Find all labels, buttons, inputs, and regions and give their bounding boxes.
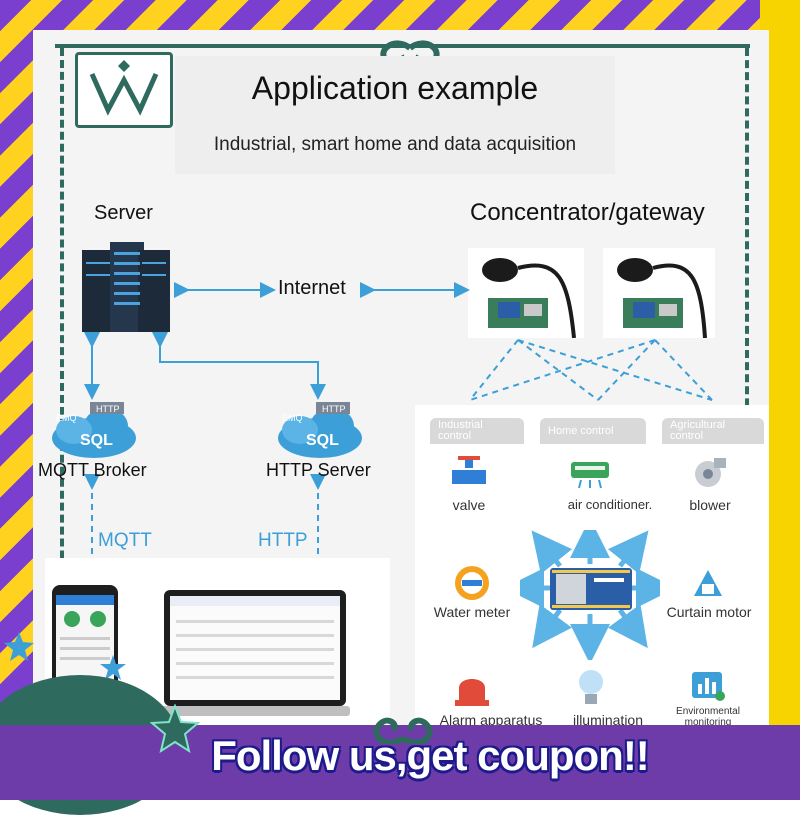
w-crown-logo-icon	[89, 60, 159, 116]
radiating-arrows	[520, 530, 660, 660]
mqtt-cloud-http-tag: HTTP	[96, 404, 120, 414]
mqtt-broker-label: MQTT Broker	[38, 460, 147, 480]
mqtt-protocol-label: MQTT	[98, 530, 152, 551]
gateway-device-2-icon	[603, 248, 715, 338]
mqtt-cloud-sql-tag: SQL	[80, 432, 113, 449]
curtain-motor-label: Curtain motor	[666, 604, 752, 620]
server-http-arrow	[152, 332, 326, 400]
http-cloud-sql-tag: SQL	[306, 432, 339, 449]
tab-industrial-control: Industrial control	[430, 418, 524, 444]
lightbulb-icon	[579, 670, 603, 704]
air-conditioner-label: air conditioner.	[567, 497, 653, 512]
water-meter-label: Water meter	[433, 604, 511, 620]
lora-module-icon	[550, 568, 632, 610]
curtain-motor-icon	[694, 570, 722, 596]
environmental-monitoring-icon	[692, 672, 725, 701]
promo-banner-text[interactable]: Follow us,get coupon!!	[211, 732, 650, 779]
environmental-monitoring-label: Environmental monitoring	[676, 706, 740, 728]
server-label: Server	[94, 202, 153, 224]
alarm-label: Alarm apparatus	[439, 712, 543, 728]
page-subtitle: Industrial, smart home and data acquisit…	[213, 134, 577, 155]
illumination-label: illumination	[572, 712, 644, 728]
frame-right-dash	[745, 48, 749, 648]
gateway-label: Concentrator/gateway	[470, 199, 705, 226]
mqtt-cloud-emq-tag: EMQ	[56, 413, 77, 423]
http-cloud-http-tag: HTTP	[322, 404, 346, 414]
gateway-device-1-icon	[468, 248, 584, 338]
mqtt-broker-cloud-icon	[52, 402, 136, 458]
air-conditioner-icon	[571, 462, 609, 488]
ornament-bottom-icon	[373, 717, 433, 744]
alarm-icon	[455, 679, 489, 706]
brand-logo	[75, 52, 173, 128]
water-meter-icon	[455, 566, 489, 600]
star-outline-icon	[150, 704, 200, 754]
blower-label: blower	[689, 497, 731, 513]
frame-left-dash	[60, 48, 64, 738]
valve-label: valve	[452, 497, 486, 513]
valve-icon	[452, 456, 486, 484]
blower-icon	[695, 458, 726, 487]
title-box	[175, 56, 615, 174]
tab-home-control: Home control	[540, 418, 646, 444]
internet-label: Internet	[278, 277, 346, 299]
laptop-icon	[160, 590, 350, 716]
http-protocol-label: HTTP	[258, 530, 308, 551]
http-cloud-emq-tag: EMQ	[282, 413, 303, 423]
server-rack-icon	[82, 242, 170, 332]
tab-agricultural-control: Agricultural control	[662, 418, 764, 444]
star-icon	[4, 632, 34, 661]
page-title: Application example	[251, 70, 539, 106]
star-icon-2	[100, 655, 126, 680]
http-server-cloud-icon	[278, 402, 362, 458]
http-server-label: HTTP Server	[266, 460, 371, 480]
